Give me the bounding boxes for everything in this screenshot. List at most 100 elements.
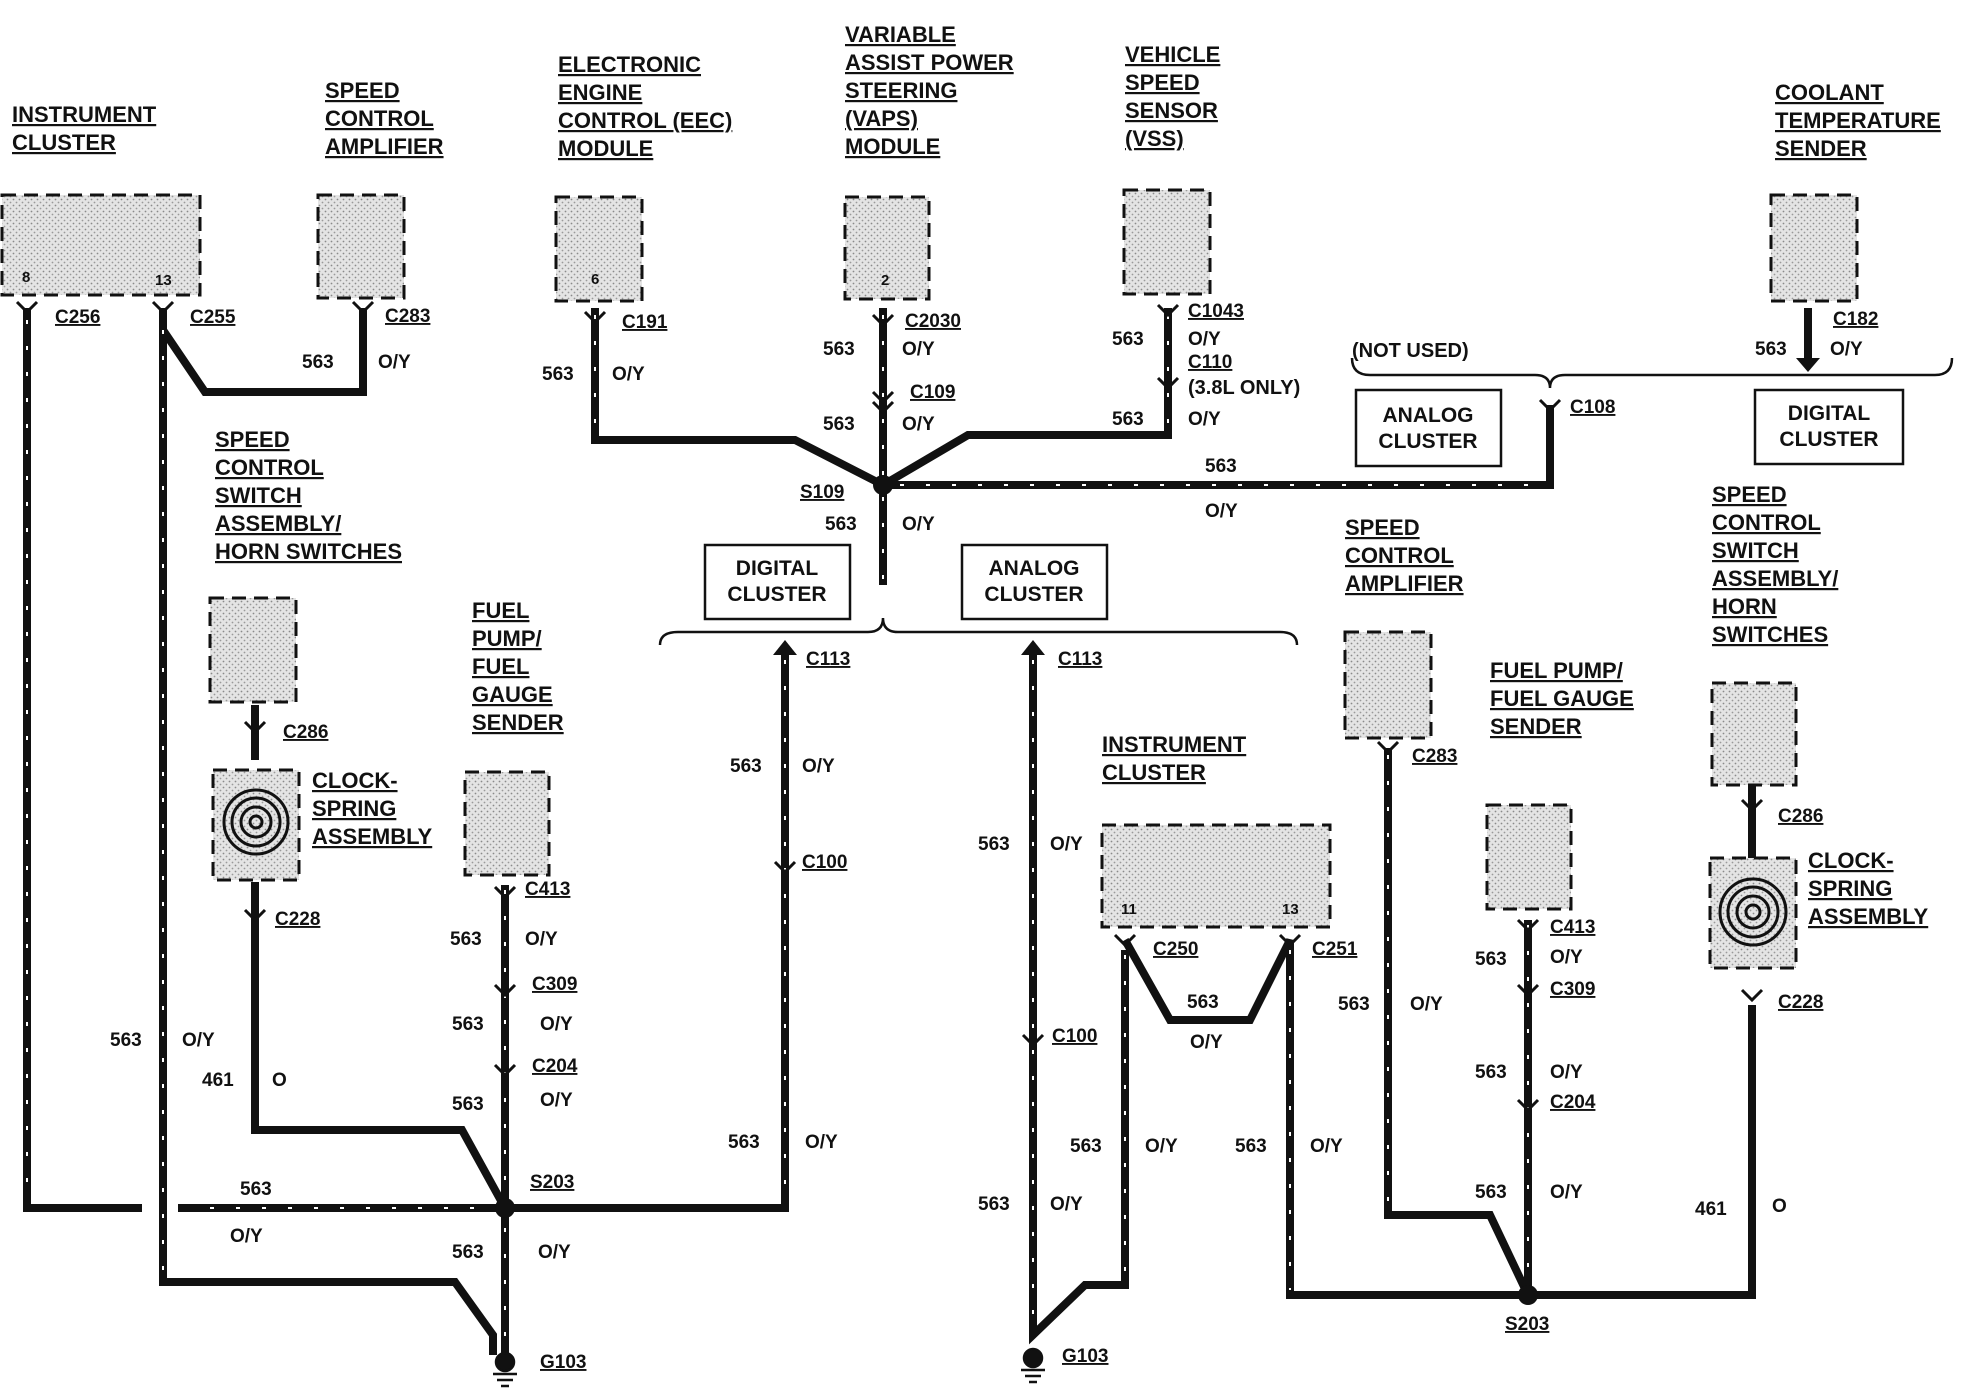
speed-control-amplifier-left-box[interactable] bbox=[316, 193, 406, 300]
circuit-label: 563 bbox=[730, 756, 762, 777]
splice-s203-right-dot[interactable] bbox=[1518, 1285, 1538, 1305]
connector-c228-left-label: C228 bbox=[275, 909, 320, 930]
components: 8 13 6 2 11 13 bbox=[0, 188, 1859, 970]
color-label: O/Y bbox=[1145, 1136, 1178, 1157]
speed-control-switch-right-box[interactable] bbox=[1710, 681, 1798, 787]
wire-c113-right-to-g103 bbox=[1029, 652, 1129, 1345]
option-boxes bbox=[703, 388, 1905, 621]
analog-cluster-mid-box[interactable] bbox=[960, 543, 1109, 621]
color-label: O/Y bbox=[1310, 1136, 1343, 1157]
eec-module-box[interactable] bbox=[554, 195, 644, 303]
color-label: O/Y bbox=[612, 364, 645, 385]
color-label: O/Y bbox=[230, 1226, 263, 1247]
circuit-label: 563 bbox=[1112, 409, 1144, 430]
circuit-label: 563 bbox=[542, 364, 574, 385]
ground-g103-right-label: G103 bbox=[1062, 1346, 1108, 1367]
wire-tracers bbox=[26, 315, 1545, 1350]
circuit-label: 563 bbox=[1475, 1062, 1507, 1083]
option-box-line: CLUSTER bbox=[727, 583, 826, 606]
connector-c283-top-mark bbox=[351, 300, 375, 315]
connector-c309-right-mark bbox=[1516, 983, 1540, 998]
ground-g103-left-icon[interactable] bbox=[493, 1351, 517, 1388]
ground-g103-right-icon[interactable] bbox=[1021, 1347, 1045, 1384]
connector-c2030-label: C2030 bbox=[905, 311, 961, 332]
c110-note: (3.8L ONLY) bbox=[1188, 377, 1300, 399]
splice-ground-labels: S109 S203 S203 G103 G103 bbox=[530, 482, 1549, 1373]
connector-c113-right-label: C113 bbox=[1058, 649, 1102, 670]
connector-c191-mark bbox=[583, 310, 607, 325]
connector-labels: C256 C255 C283 C191 C2030 C109 C1043 C11… bbox=[55, 301, 1878, 1113]
connector-c228-right-label: C228 bbox=[1778, 992, 1823, 1013]
color-label: O/Y bbox=[802, 756, 835, 777]
connector-c286-right-mark bbox=[1740, 798, 1764, 813]
wire-s203-to-c113 bbox=[505, 652, 789, 1212]
connector-c283-right-label: C283 bbox=[1412, 746, 1457, 767]
clockspring-left-box[interactable] bbox=[211, 768, 301, 882]
instrument-cluster-right-box[interactable] bbox=[1100, 823, 1332, 929]
connector-c110-mark bbox=[1156, 376, 1180, 391]
wire-labels: 563 O/Y 563 O/Y 563 O/Y 563 O/Y 563 O/Y … bbox=[110, 329, 1863, 1263]
connector-c283-right-mark bbox=[1376, 740, 1400, 755]
connector-c228-left-mark bbox=[243, 908, 267, 923]
circuit-label: 563 bbox=[302, 352, 334, 373]
fuel-pump-sender-left-box[interactable] bbox=[463, 770, 551, 877]
connector-c109-label: C109 bbox=[910, 382, 955, 403]
clockspring-right-box[interactable] bbox=[1708, 856, 1798, 970]
connector-c204-right-mark bbox=[1516, 1098, 1540, 1113]
wire-instrument-cluster-right-loop bbox=[1121, 938, 1528, 1299]
color-label: O/Y bbox=[1188, 329, 1221, 350]
circuit-label: O/Y bbox=[1550, 947, 1583, 968]
coolant-sender-box[interactable] bbox=[1769, 193, 1859, 303]
circuit-label: 563 bbox=[1475, 949, 1507, 970]
option-box-line: ANALOG bbox=[1383, 404, 1474, 427]
circuit-label: 563 bbox=[452, 1242, 484, 1263]
splice-s109-dot[interactable] bbox=[873, 475, 893, 495]
brace-top bbox=[1350, 357, 1954, 389]
connector-c108-label: C108 bbox=[1570, 397, 1615, 418]
connector-c250-label: C250 bbox=[1153, 939, 1198, 960]
splice-s203-right-label: S203 bbox=[1505, 1314, 1549, 1335]
digital-cluster-top-box[interactable] bbox=[1753, 388, 1905, 466]
fuel-pump-sender-right-box[interactable] bbox=[1485, 803, 1573, 911]
connector-c256-label: C256 bbox=[55, 307, 100, 328]
pin-label: 8 bbox=[22, 269, 30, 286]
circuit-label: 563 bbox=[728, 1132, 760, 1153]
splice-s203-left-label: S203 bbox=[530, 1172, 574, 1193]
circuit-label: 563 bbox=[1205, 456, 1237, 477]
circuit-label: 563 bbox=[978, 1194, 1010, 1215]
connector-c100-right-label: C100 bbox=[1052, 1026, 1097, 1047]
speed-control-switch-left-box[interactable] bbox=[208, 596, 298, 704]
connector-c251-mark bbox=[1278, 933, 1302, 948]
color-label: O bbox=[272, 1070, 287, 1091]
connector-c228-right-mark bbox=[1740, 988, 1764, 1003]
color-label: O/Y bbox=[182, 1030, 215, 1051]
splice-s203-left-dot[interactable] bbox=[495, 1198, 515, 1218]
pin-label: 13 bbox=[1282, 901, 1299, 918]
instrument-cluster-left-box[interactable] bbox=[0, 193, 202, 297]
connector-c204-left-label: C204 bbox=[532, 1056, 578, 1077]
analog-cluster-top-box[interactable] bbox=[1354, 388, 1503, 468]
vss-box[interactable] bbox=[1122, 188, 1212, 296]
wire-speed-control-amplifier-right bbox=[1384, 748, 1532, 1297]
option-braces bbox=[658, 357, 1954, 646]
color-label: O/Y bbox=[378, 352, 411, 373]
color-label: O/Y bbox=[902, 514, 935, 535]
connector-arrowheads bbox=[773, 358, 1820, 655]
speed-control-amplifier-right-box[interactable] bbox=[1343, 630, 1433, 740]
digital-cluster-mid-box[interactable] bbox=[703, 543, 852, 621]
vaps-module-box[interactable] bbox=[843, 195, 931, 301]
connector-c413-right-mark bbox=[1516, 918, 1540, 933]
connector-c251-label: C251 bbox=[1312, 939, 1358, 960]
circuit-label: 563 bbox=[450, 929, 482, 950]
connector-c113-left-arrow bbox=[773, 640, 797, 655]
